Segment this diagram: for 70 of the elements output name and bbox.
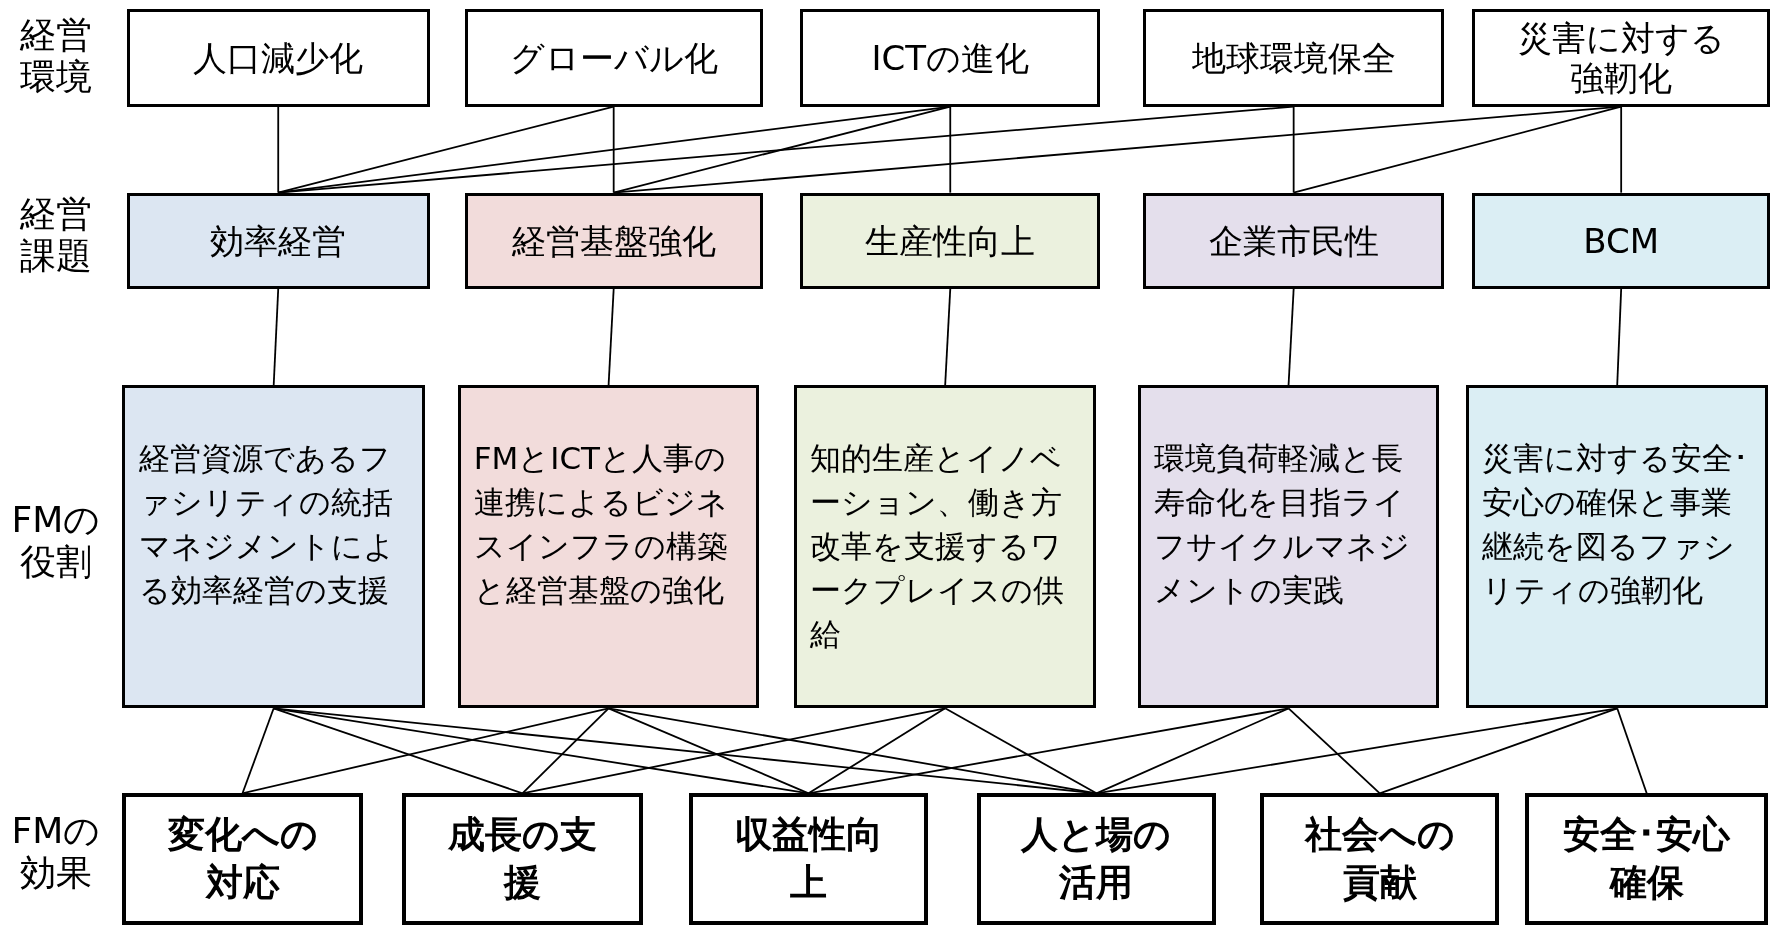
connector-line xyxy=(807,707,947,795)
connector-line xyxy=(612,105,615,194)
category-box xyxy=(800,9,1101,107)
box-text: 効率経営 xyxy=(210,220,347,261)
box-text: 人口減少化 xyxy=(193,37,364,78)
row-heading: 経営環境 xyxy=(19,13,93,98)
box-text: グローバル化 xyxy=(509,37,718,78)
connector-line xyxy=(944,707,1098,795)
connector-line xyxy=(1095,707,1290,795)
box-text: ICTの進化 xyxy=(871,37,1029,78)
category-box xyxy=(1143,9,1444,107)
box-text: BCM xyxy=(1583,220,1660,261)
connector-line xyxy=(277,105,280,194)
connector-line xyxy=(1292,105,1295,194)
effect-box xyxy=(976,793,1216,925)
connector-line xyxy=(241,707,275,795)
box-text: 災害に対する安全･安心の確保と事業継続を図るファシリティの強靭化 xyxy=(1482,439,1751,611)
effect-box xyxy=(1260,793,1500,925)
connector-line xyxy=(607,288,615,387)
box-text: 経営資源であるファシリティの統括マネジメントによる効率経営の支援 xyxy=(138,439,396,611)
issue-box xyxy=(1472,192,1771,289)
box-text: 成長の支援 xyxy=(446,812,598,906)
role-box xyxy=(122,385,425,709)
box-text: 生産性向上 xyxy=(865,220,1036,261)
connector-line xyxy=(1287,707,1381,795)
box-text: 地球環境保全 xyxy=(1191,37,1396,78)
box-text: 環境負荷軽減と長寿命化を目指ライフサイクルマネジメントの実践 xyxy=(1153,439,1411,611)
box-text: 人と場の活用 xyxy=(1020,812,1173,906)
row-heading: 経営課題 xyxy=(19,192,93,277)
box-text: FMとICTと人事の連携によるビジネスインフラの構築と経営基盤の強化 xyxy=(473,439,729,611)
connector-line xyxy=(607,707,810,795)
connector-line xyxy=(1620,105,1623,194)
category-box xyxy=(464,9,763,107)
effect-box xyxy=(402,793,643,925)
connector-line xyxy=(272,288,280,387)
row-heading: FMの役割 xyxy=(10,498,102,583)
connector-line xyxy=(277,105,615,194)
category-box xyxy=(126,9,430,107)
issue-box xyxy=(1143,192,1444,289)
role-box xyxy=(457,385,760,709)
box-text: 変化への対応 xyxy=(166,812,319,906)
connector-line xyxy=(612,105,952,194)
connector-line xyxy=(949,105,952,194)
box-text: 社会への貢献 xyxy=(1303,812,1456,906)
issue-box xyxy=(464,192,763,289)
connector-line xyxy=(241,707,610,795)
category-box xyxy=(1472,9,1771,107)
box-text: 災害に対する強靭化 xyxy=(1516,17,1726,98)
box-text: 収益性向上 xyxy=(733,812,884,906)
connector-line xyxy=(1292,105,1623,194)
issue-box xyxy=(126,192,430,289)
issue-box xyxy=(800,192,1101,289)
effect-box xyxy=(1525,793,1768,925)
connector-line xyxy=(1287,288,1295,387)
role-box xyxy=(1137,385,1440,709)
box-text: 経営基盤強化 xyxy=(511,220,716,261)
connector-line xyxy=(1616,707,1648,795)
effect-box xyxy=(689,793,929,925)
connector-line xyxy=(1616,288,1623,387)
effect-box xyxy=(122,793,363,925)
box-text: 知的生産とイノベーション、働き方改革を支援するワークプレイスの供給 xyxy=(810,439,1066,655)
role-box xyxy=(794,385,1096,709)
connector-line xyxy=(521,707,610,795)
row-heading: FMの効果 xyxy=(10,810,102,895)
box-text: 安全･安心確保 xyxy=(1562,812,1732,906)
connector-line xyxy=(944,288,952,387)
connector-line xyxy=(272,707,524,795)
box-text: 企業市民性 xyxy=(1208,220,1379,261)
role-box xyxy=(1466,385,1768,709)
connector-line xyxy=(1378,707,1619,795)
